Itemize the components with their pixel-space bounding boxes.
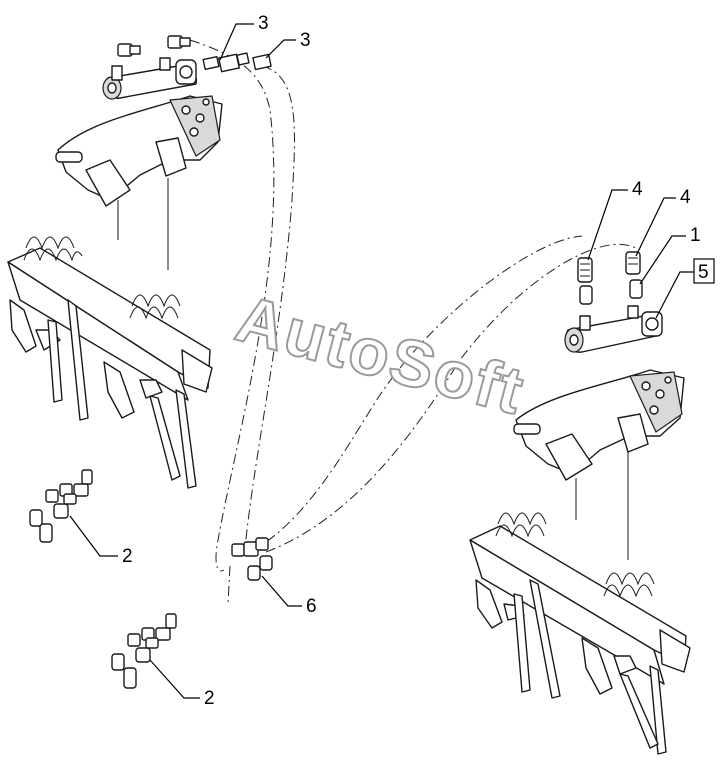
fitting-kit-2-upper [29, 469, 93, 543]
callout-4a: 4 [632, 179, 643, 200]
pedal-arm-left-1 [9, 299, 89, 421]
pedal-shaft-left [7, 247, 213, 401]
pedal-arm-left-2 [103, 361, 197, 489]
callout-5-box [693, 258, 715, 284]
hydraulic-hoses [189, 39, 637, 605]
callout-leaders [69, 23, 694, 699]
return-spring-left-1 [23, 236, 83, 262]
fitting-kit-2-lower [111, 613, 177, 689]
fitting-4-right [625, 251, 643, 299]
pedal-bracket-left [55, 95, 223, 270]
pedal-bracket-right [513, 369, 685, 560]
callout-2b: 2 [204, 688, 215, 709]
watermark-text: AutoSoft [229, 281, 533, 429]
callout-3a: 3 [258, 13, 269, 34]
master-cylinder-right [564, 305, 663, 353]
callout-3b: 3 [300, 30, 311, 51]
hose-connector-3 [202, 52, 272, 73]
return-spring-left-2 [129, 294, 181, 320]
callout-4b: 4 [680, 187, 691, 208]
return-spring-right-2 [603, 572, 655, 598]
pedal-shaft-right [469, 525, 691, 685]
fitting-kit-6 [231, 537, 273, 581]
callout-1: 1 [690, 225, 701, 246]
fitting-4-left [577, 257, 593, 305]
pedal-arm-right-1 [475, 579, 561, 699]
pedal-arm-right-2 [581, 637, 667, 755]
callout-5: 5 [698, 262, 709, 283]
callout-2a: 2 [122, 546, 133, 567]
return-spring-right-1 [495, 512, 547, 538]
callout-6: 6 [306, 596, 317, 617]
elbow-fitting-top-left [117, 35, 191, 57]
master-cylinder-left [102, 57, 197, 100]
